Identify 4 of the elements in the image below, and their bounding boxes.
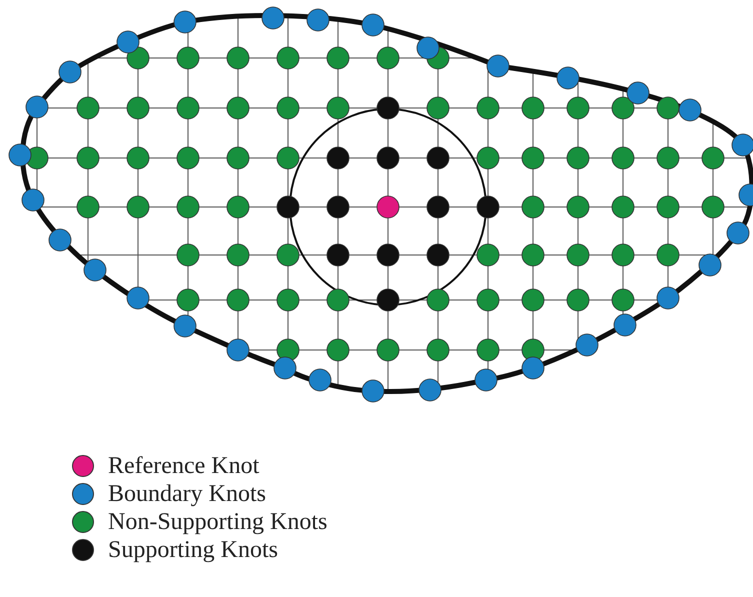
legend-label: Supporting Knots xyxy=(108,536,278,564)
legend-label: Boundary Knots xyxy=(108,480,266,508)
legend-label: Non-Supporting Knots xyxy=(108,508,328,536)
legend-label: Reference Knot xyxy=(108,452,260,480)
